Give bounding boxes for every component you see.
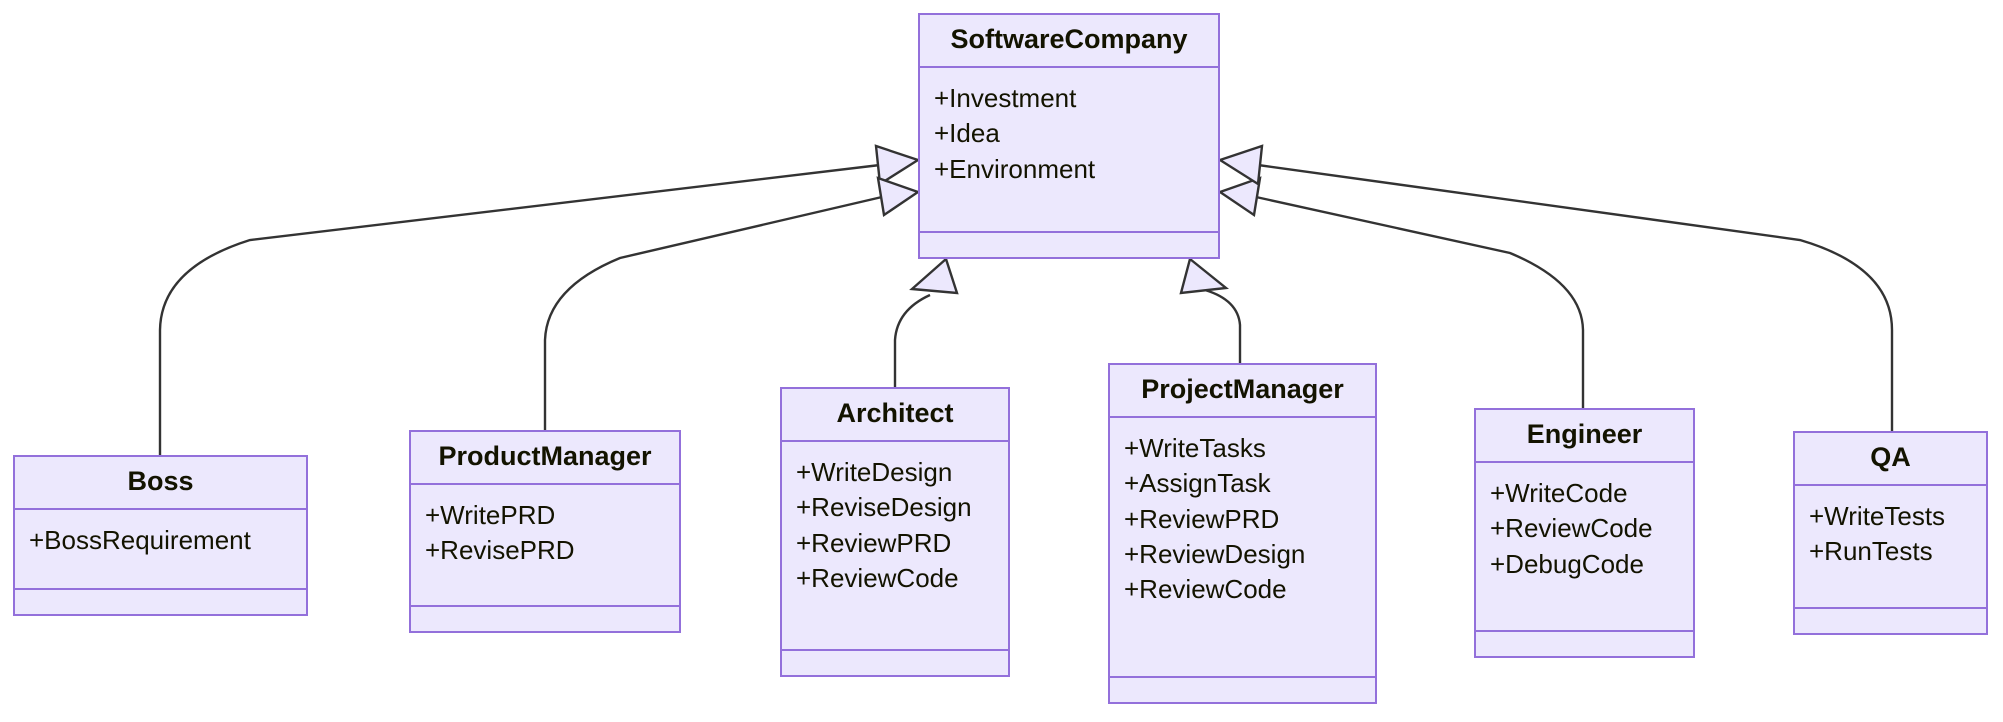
class-member: +ReviewPRD <box>1124 503 1280 534</box>
class-members-architect: +WriteDesign +ReviseDesign +ReviewPRD +R… <box>782 442 1008 651</box>
class-methods-productmanager <box>411 607 679 631</box>
class-member: +Idea <box>934 118 1000 149</box>
class-member: +WriteTasks <box>1124 433 1266 464</box>
class-title-engineer: Engineer <box>1476 410 1693 464</box>
class-member: +RevisePRD <box>425 535 575 566</box>
class-methods-boss <box>15 590 306 614</box>
class-methods-engineer <box>1476 632 1693 656</box>
edge-architect-to-softwarecompany <box>893 256 959 387</box>
class-members-projectmanager: +WriteTasks +AssignTask +ReviewPRD +Revi… <box>1110 418 1375 678</box>
class-node-productmanager[interactable]: ProductManager +WritePRD +RevisePRD <box>409 430 681 633</box>
class-title-projectmanager: ProjectManager <box>1110 365 1375 419</box>
class-member: +ReviewDesign <box>1124 539 1306 570</box>
class-member: +ReviewPRD <box>796 527 952 558</box>
class-member: +RunTests <box>1809 536 1933 567</box>
class-members-boss: +BossRequirement <box>15 510 306 590</box>
class-member: +ReviewCode <box>796 563 959 594</box>
class-node-projectmanager[interactable]: ProjectManager +WriteTasks +AssignTask +… <box>1108 363 1377 704</box>
class-node-boss[interactable]: Boss +BossRequirement <box>13 455 308 616</box>
class-title-productmanager: ProductManager <box>411 432 679 486</box>
class-node-softwarecompany[interactable]: SoftwareCompany +Investment +Idea +Envir… <box>918 13 1220 259</box>
class-member: +Environment <box>934 153 1096 184</box>
class-methods-softwarecompany <box>920 233 1218 257</box>
class-methods-architect <box>782 651 1008 675</box>
class-member: +WriteCode <box>1490 478 1628 509</box>
class-member: +DebugCode <box>1490 548 1644 579</box>
class-member: +WriteTests <box>1809 501 1946 532</box>
class-member: +Investment <box>934 83 1077 114</box>
class-methods-qa <box>1795 609 1986 633</box>
class-node-architect[interactable]: Architect +WriteDesign +ReviseDesign +Re… <box>780 387 1010 677</box>
class-member: +ReviewCode <box>1490 513 1653 544</box>
class-members-qa: +WriteTests +RunTests <box>1795 486 1986 609</box>
class-title-boss: Boss <box>15 457 306 511</box>
class-member: +BossRequirement <box>29 525 251 556</box>
class-node-engineer[interactable]: Engineer +WriteCode +ReviewCode +DebugCo… <box>1474 408 1695 658</box>
class-members-softwarecompany: +Investment +Idea +Environment <box>920 68 1218 233</box>
class-title-architect: Architect <box>782 389 1008 443</box>
class-member: +ReviseDesign <box>796 492 972 523</box>
class-members-engineer: +WriteCode +ReviewCode +DebugCode <box>1476 463 1693 632</box>
class-member: +WriteDesign <box>796 457 953 488</box>
class-member: +WritePRD <box>425 500 556 531</box>
class-title-softwarecompany: SoftwareCompany <box>920 15 1218 69</box>
class-title-qa: QA <box>1795 433 1986 487</box>
edge-projectmanager-to-softwarecompany <box>1179 256 1242 363</box>
class-methods-projectmanager <box>1110 678 1375 702</box>
class-node-qa[interactable]: QA +WriteTests +RunTests <box>1793 431 1988 635</box>
class-member: +AssignTask <box>1124 468 1271 499</box>
class-member: +ReviewCode <box>1124 574 1287 605</box>
class-members-productmanager: +WritePRD +RevisePRD <box>411 485 679 607</box>
